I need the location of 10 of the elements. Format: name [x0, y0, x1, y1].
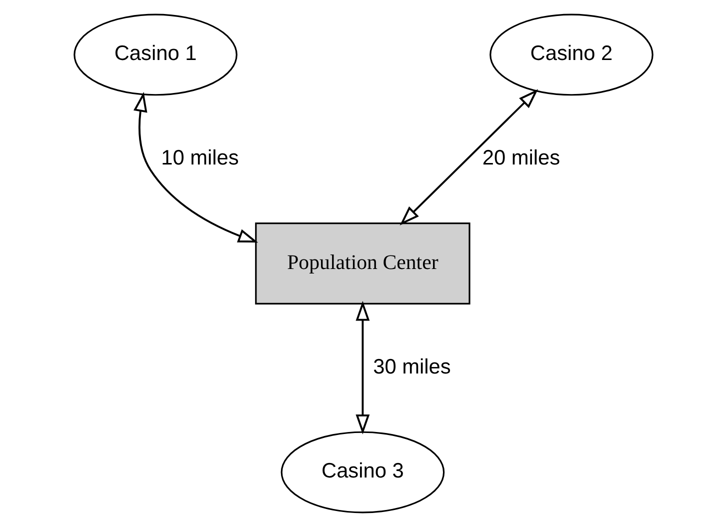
node-ellipse: Casino 1: [74, 14, 238, 96]
arrow: [134, 92, 258, 243]
arrow: [400, 89, 538, 226]
node-box: Population Center: [255, 222, 470, 304]
node-ellipse: Casino 2: [490, 14, 654, 96]
node-ellipse: Casino 3: [280, 431, 445, 514]
edge-label: 20 miles: [482, 146, 560, 170]
edge-label: 10 miles: [161, 146, 239, 170]
edge-label: 30 miles: [373, 355, 451, 378]
arrow: [356, 300, 370, 434]
